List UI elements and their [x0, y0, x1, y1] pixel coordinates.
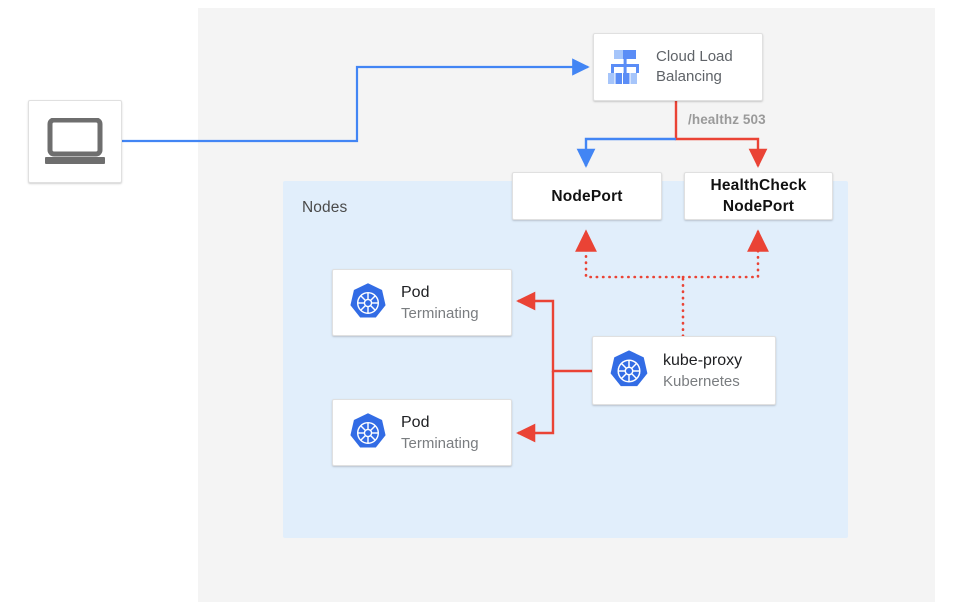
- clb-label-line1: Cloud Load: [656, 48, 733, 65]
- nodeport-label: NodePort: [551, 187, 623, 205]
- kubernetes-icon: [350, 282, 386, 317]
- healthz-annotation: /healthz 503: [688, 112, 766, 127]
- kube-proxy-subtitle: Kubernetes: [663, 372, 740, 390]
- healthcheck-nodeport-label-line2: NodePort: [722, 198, 795, 215]
- pod-1-title: Pod: [401, 283, 430, 301]
- client-node[interactable]: [28, 100, 122, 183]
- healthcheck-nodeport-node[interactable]: HealthCheck NodePort: [684, 172, 833, 220]
- clb-label-line2: Balancing: [656, 68, 722, 85]
- kube-proxy-node[interactable]: kube-proxy Kubernetes: [592, 336, 776, 405]
- laptop-icon: [45, 117, 105, 164]
- pod-1-labels: Pod Terminating: [401, 283, 479, 323]
- nodeport-node[interactable]: NodePort: [512, 172, 662, 220]
- pod-2-title: Pod: [401, 413, 430, 431]
- cloud-load-balancing-label: Cloud Load Balancing: [656, 47, 733, 87]
- kubernetes-icon: [350, 412, 386, 447]
- pod-2-labels: Pod Terminating: [401, 413, 479, 453]
- kube-proxy-title: kube-proxy: [663, 351, 743, 369]
- pod-2-status: Terminating: [401, 434, 479, 452]
- pod-node-2[interactable]: Pod Terminating: [332, 399, 512, 466]
- cloud-load-balancing-node[interactable]: Cloud Load Balancing: [593, 33, 763, 101]
- healthcheck-nodeport-label: HealthCheck NodePort: [710, 175, 806, 217]
- pod-1-status: Terminating: [401, 304, 479, 322]
- cloud-load-balancing-icon: [608, 50, 639, 84]
- kube-proxy-labels: kube-proxy Kubernetes: [663, 351, 742, 391]
- healthcheck-nodeport-label-line1: HealthCheck: [710, 177, 807, 194]
- kubernetes-icon: [610, 349, 648, 386]
- nodes-group-label: Nodes: [302, 199, 348, 216]
- pod-node-1[interactable]: Pod Terminating: [332, 269, 512, 336]
